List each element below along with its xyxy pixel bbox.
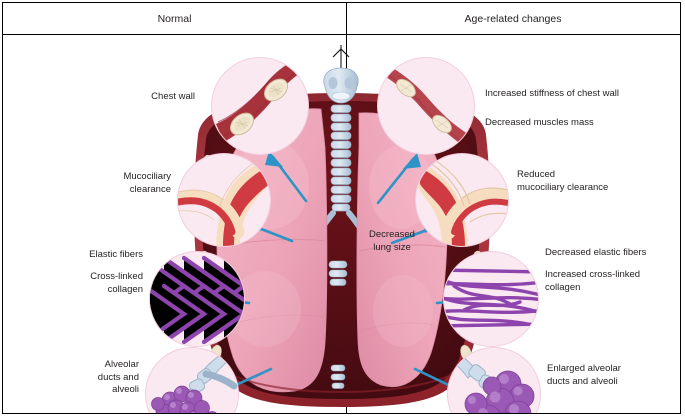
label-alveolar-ducts-and-alveoli: Alveolar ducts and alveoli xyxy=(97,359,139,395)
callout-alveoli-aged xyxy=(447,347,541,413)
table-header-row: Normal Age-related changes xyxy=(3,3,680,35)
label-decreased-muscles-mass: Decreased muscles mass xyxy=(485,117,594,128)
figure-frame: Normal Age-related changes xyxy=(2,2,681,414)
label-reduced-mucociliary-clearance: Reduced mucociliary clearance xyxy=(517,169,609,193)
label-elastic-fibers: Elastic fibers xyxy=(89,249,143,260)
thin-intercostal-muscle-band xyxy=(378,64,468,142)
branching-airway xyxy=(178,155,270,246)
elastic-fiber-lattice xyxy=(150,255,244,345)
diaphragm xyxy=(216,364,468,393)
diagram-stage: Chest wall Mucociliary clearance Elastic… xyxy=(3,35,680,413)
label-increased-cross-linked-collagen: Increased cross-linked collagen xyxy=(545,269,641,293)
callout-elastic-fibers-normal xyxy=(149,251,245,347)
callout-elastic-fibers-aged xyxy=(443,251,539,347)
label-decreased-lung-size: Decreased lung size xyxy=(369,229,415,253)
label-enlarged-alveolar-ducts-and-alveoli: Enlarged alveolar ducts and alveoli xyxy=(547,363,621,387)
flattened-elastic-fibers xyxy=(444,268,538,329)
label-cross-linked-collagen: Cross-linked collagen xyxy=(90,271,143,295)
callout-chest-wall-normal xyxy=(211,57,309,155)
intercostal-muscle-band xyxy=(216,59,308,142)
callout-mucociliary-normal xyxy=(177,153,271,247)
label-mucociliary-clearance: Mucociliary clearance xyxy=(123,171,171,195)
column-header-aged: Age-related changes xyxy=(464,13,562,25)
callout-mucociliary-aged xyxy=(415,153,509,247)
callout-chest-wall-aged xyxy=(377,57,475,155)
column-header-normal: Normal xyxy=(157,13,192,25)
thickened-airway xyxy=(416,154,508,246)
label-decreased-elastic-fibers: Decreased elastic fibers xyxy=(545,247,647,258)
label-chest-wall: Chest wall xyxy=(151,91,195,102)
label-increased-stiffness-of-chest-wall: Increased stiffness of chest wall xyxy=(485,88,619,99)
rib-cross-section xyxy=(229,78,289,136)
rib-cross-section-thin xyxy=(396,78,452,134)
